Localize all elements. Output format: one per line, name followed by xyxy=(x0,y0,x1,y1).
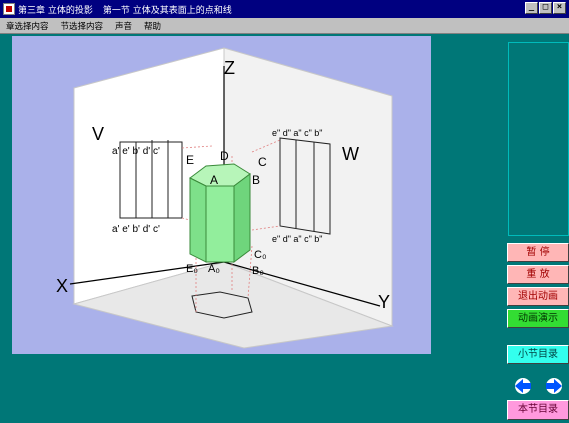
x-axis xyxy=(69,261,225,285)
title-bar: 第三章 立体的投影第一节 立体及其表面上的点和线 _ □ × xyxy=(0,0,569,18)
replay-button[interactable]: 重 放 xyxy=(507,265,569,284)
animation-demo-button[interactable]: 动画演示 xyxy=(507,309,569,328)
label-v: V xyxy=(92,124,104,144)
info-panel xyxy=(508,42,569,236)
pause-button[interactable]: 暂 停 xyxy=(507,243,569,262)
exit-animation-button[interactable]: 退出动画 xyxy=(507,287,569,306)
prev-arrow-icon[interactable] xyxy=(512,377,534,395)
label-y: Y xyxy=(378,292,390,312)
label-d: D xyxy=(220,149,229,163)
label-b: B xyxy=(252,173,260,187)
label-w-bottom: e" d" a" c" b" xyxy=(272,234,323,244)
app-icon[interactable] xyxy=(3,3,15,15)
label-e0: E₀ xyxy=(186,263,198,275)
label-v-top: a' e' b' d' c' xyxy=(112,146,160,157)
menu-section-select[interactable]: 节选择内容 xyxy=(60,21,104,32)
label-e: E xyxy=(186,153,194,167)
close-button[interactable]: × xyxy=(553,2,566,14)
title-section: 第一节 立体及其表面上的点和线 xyxy=(102,5,232,16)
projection-figure: Z X Y V W D E C A B C₀ E₀ A₀ B₀ a' e' b'… xyxy=(12,36,431,354)
minimize-button[interactable]: _ xyxy=(525,2,538,14)
label-a: A xyxy=(210,173,218,187)
label-c0: C₀ xyxy=(254,249,267,261)
label-w: W xyxy=(342,144,359,164)
label-v-bottom: a' e' b' d' c' xyxy=(112,224,160,235)
h-plane xyxy=(72,261,394,349)
menu-bar: 章选择内容 节选择内容 声音 帮助 xyxy=(0,18,569,34)
next-arrow-icon[interactable] xyxy=(543,377,565,395)
title-chapter: 第三章 立体的投影 xyxy=(18,5,93,16)
label-b0: B₀ xyxy=(252,265,264,277)
menu-help[interactable]: 帮助 xyxy=(144,21,162,32)
label-c: C xyxy=(258,155,267,169)
label-z: Z xyxy=(224,58,235,78)
window-title: 第三章 立体的投影第一节 立体及其表面上的点和线 xyxy=(18,3,242,16)
label-x: X xyxy=(56,276,68,296)
chapter-toc-button[interactable]: 本节目录 xyxy=(507,400,569,420)
maximize-button[interactable]: □ xyxy=(539,2,552,14)
label-w-top: e" d" a" c" b" xyxy=(272,128,323,138)
hex-prism xyxy=(189,163,251,263)
label-a0: A₀ xyxy=(208,263,220,275)
y-axis xyxy=(223,261,381,307)
w-projection xyxy=(279,137,331,235)
projection-svg: Z X Y V W D E C A B C₀ E₀ A₀ B₀ a' e' b'… xyxy=(56,47,394,349)
v-projection xyxy=(119,140,183,219)
menu-sound[interactable]: 声音 xyxy=(115,21,133,32)
section-toc-button[interactable]: 小节目录 xyxy=(507,345,569,364)
nav-arrows xyxy=(507,375,569,397)
menu-chapter-select[interactable]: 章选择内容 xyxy=(6,21,49,32)
